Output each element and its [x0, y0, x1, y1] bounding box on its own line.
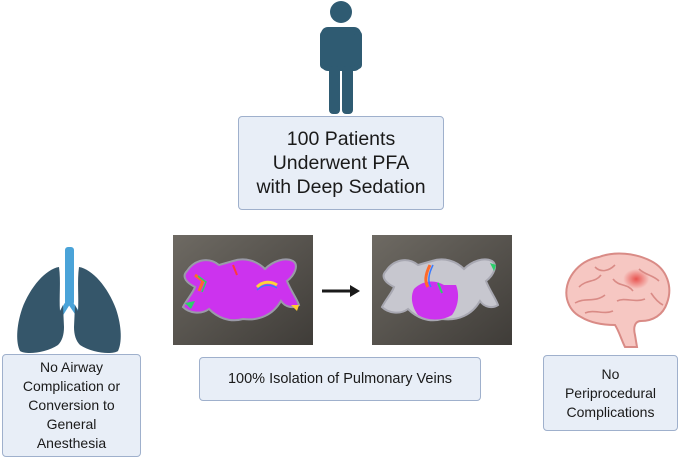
pre-ablation-map-image [173, 235, 313, 345]
patients-line-2: Underwent PFA [272, 152, 410, 174]
patients-box: 100 Patients Underwent PFA with Deep Sed… [238, 116, 444, 210]
lungs-icon [17, 247, 121, 353]
patients-line-1: 100 Patients [286, 128, 396, 150]
airway-line-4: General [46, 416, 97, 432]
complications-line-2: Periprocedural [564, 384, 657, 401]
complications-box: No Periprocedural Complications [543, 355, 678, 431]
person-icon [320, 1, 362, 114]
airway-line-1: No Airway [39, 359, 103, 375]
post-ablation-map-image [372, 235, 512, 345]
airway-box: No Airway Complication or Conversion to … [2, 354, 141, 457]
airway-line-2: Complication or [22, 378, 121, 394]
arrow-right-icon [322, 285, 360, 297]
brain-icon [565, 252, 671, 348]
complications-line-3: Complications [566, 403, 655, 420]
complications-line-1: No [601, 365, 620, 382]
patients-line-3: with Deep Sedation [256, 176, 426, 198]
airway-line-3: Conversion to [28, 397, 115, 413]
airway-line-5: Anesthesia [36, 435, 107, 451]
isolation-text: 100% Isolation of Pulmonary Veins [227, 371, 453, 387]
isolation-box: 100% Isolation of Pulmonary Veins [199, 357, 481, 401]
